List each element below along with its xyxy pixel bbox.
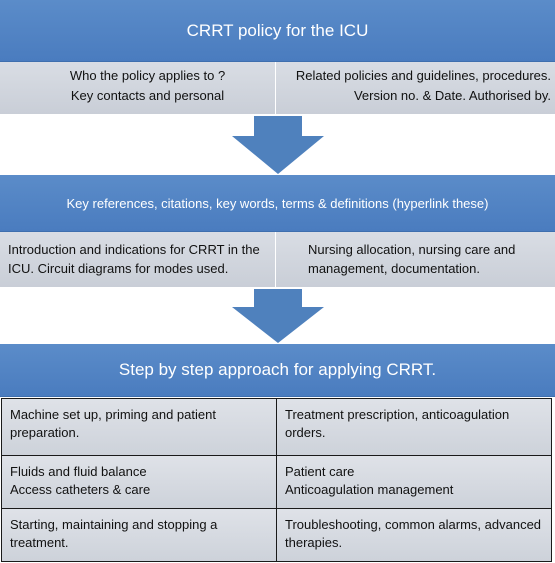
step-cell-patient-care: Patient care Anticoagulation management [276,455,552,509]
step-cell-text-line2: Access catheters & care [10,482,151,497]
section2-right-line1: Nursing allocation, nursing care and [308,242,516,257]
section2-right-box: Nursing allocation, nursing care and man… [276,232,555,287]
down-arrow-2 [232,289,324,343]
section1-left-line2: Key contacts and personal [70,88,225,103]
step-cell-text-line1: Treatment prescription, anticoagulation [285,407,510,422]
section3-title: Step by step approach for applying CRRT. [118,360,437,379]
section1-left-line1: Who the policy applies to ? [69,68,226,83]
section2-right-line2: management, documentation. [308,261,480,276]
step-cell-text-line2: orders. [285,425,326,440]
down-arrow-1 [232,116,324,174]
step-cell-machine-setup: Machine set up, priming and patient prep… [1,398,277,456]
section1-right-box: Related policies and guidelines, procedu… [276,62,555,114]
section2-left-line2: ICU. Circuit diagrams for modes used. [8,261,229,276]
step-cell-text-line1: Troubleshooting, common alarms, advanced [285,517,542,532]
step-cell-fluids: Fluids and fluid balance Access catheter… [1,455,277,509]
section1-right-line1: Related policies and guidelines, procedu… [295,68,551,83]
section2-left-box: Introduction and indications for CRRT in… [0,232,276,287]
step-cell-text-line2: Anticoagulation management [285,482,454,497]
step-cell-troubleshooting: Troubleshooting, common alarms, advanced… [276,508,552,562]
section2-title: Key references, citations, key words, te… [66,195,489,211]
section3-header: Step by step approach for applying CRRT. [0,344,555,397]
step-cell-text-line2: therapies. [285,535,343,550]
section2-header: Key references, citations, key words, te… [0,175,555,232]
step-cell-starting-treatment: Starting, maintaining and stopping a tre… [1,508,277,562]
step-cell-text-line2: preparation. [10,425,80,440]
step-cell-text-line1: Fluids and fluid balance [10,464,147,479]
section1-right-line2: Version no. & Date. Authorised by. [353,88,551,103]
step-cell-text-line1: Patient care [285,464,355,479]
step-cell-text-line1: Machine set up, priming and patient [10,407,216,422]
step-cell-text-line1: Starting, maintaining and stopping a [10,517,218,532]
section1-title: CRRT policy for the ICU [186,20,369,40]
step-cell-text-line2: treatment. [10,535,69,550]
section1-left-box: Who the policy applies to ? Key contacts… [0,62,276,114]
step-cell-treatment-prescription: Treatment prescription, anticoagulation … [276,398,552,456]
section1-header: CRRT policy for the ICU [0,0,555,62]
section2-left-line1: Introduction and indications for CRRT in… [8,242,260,257]
